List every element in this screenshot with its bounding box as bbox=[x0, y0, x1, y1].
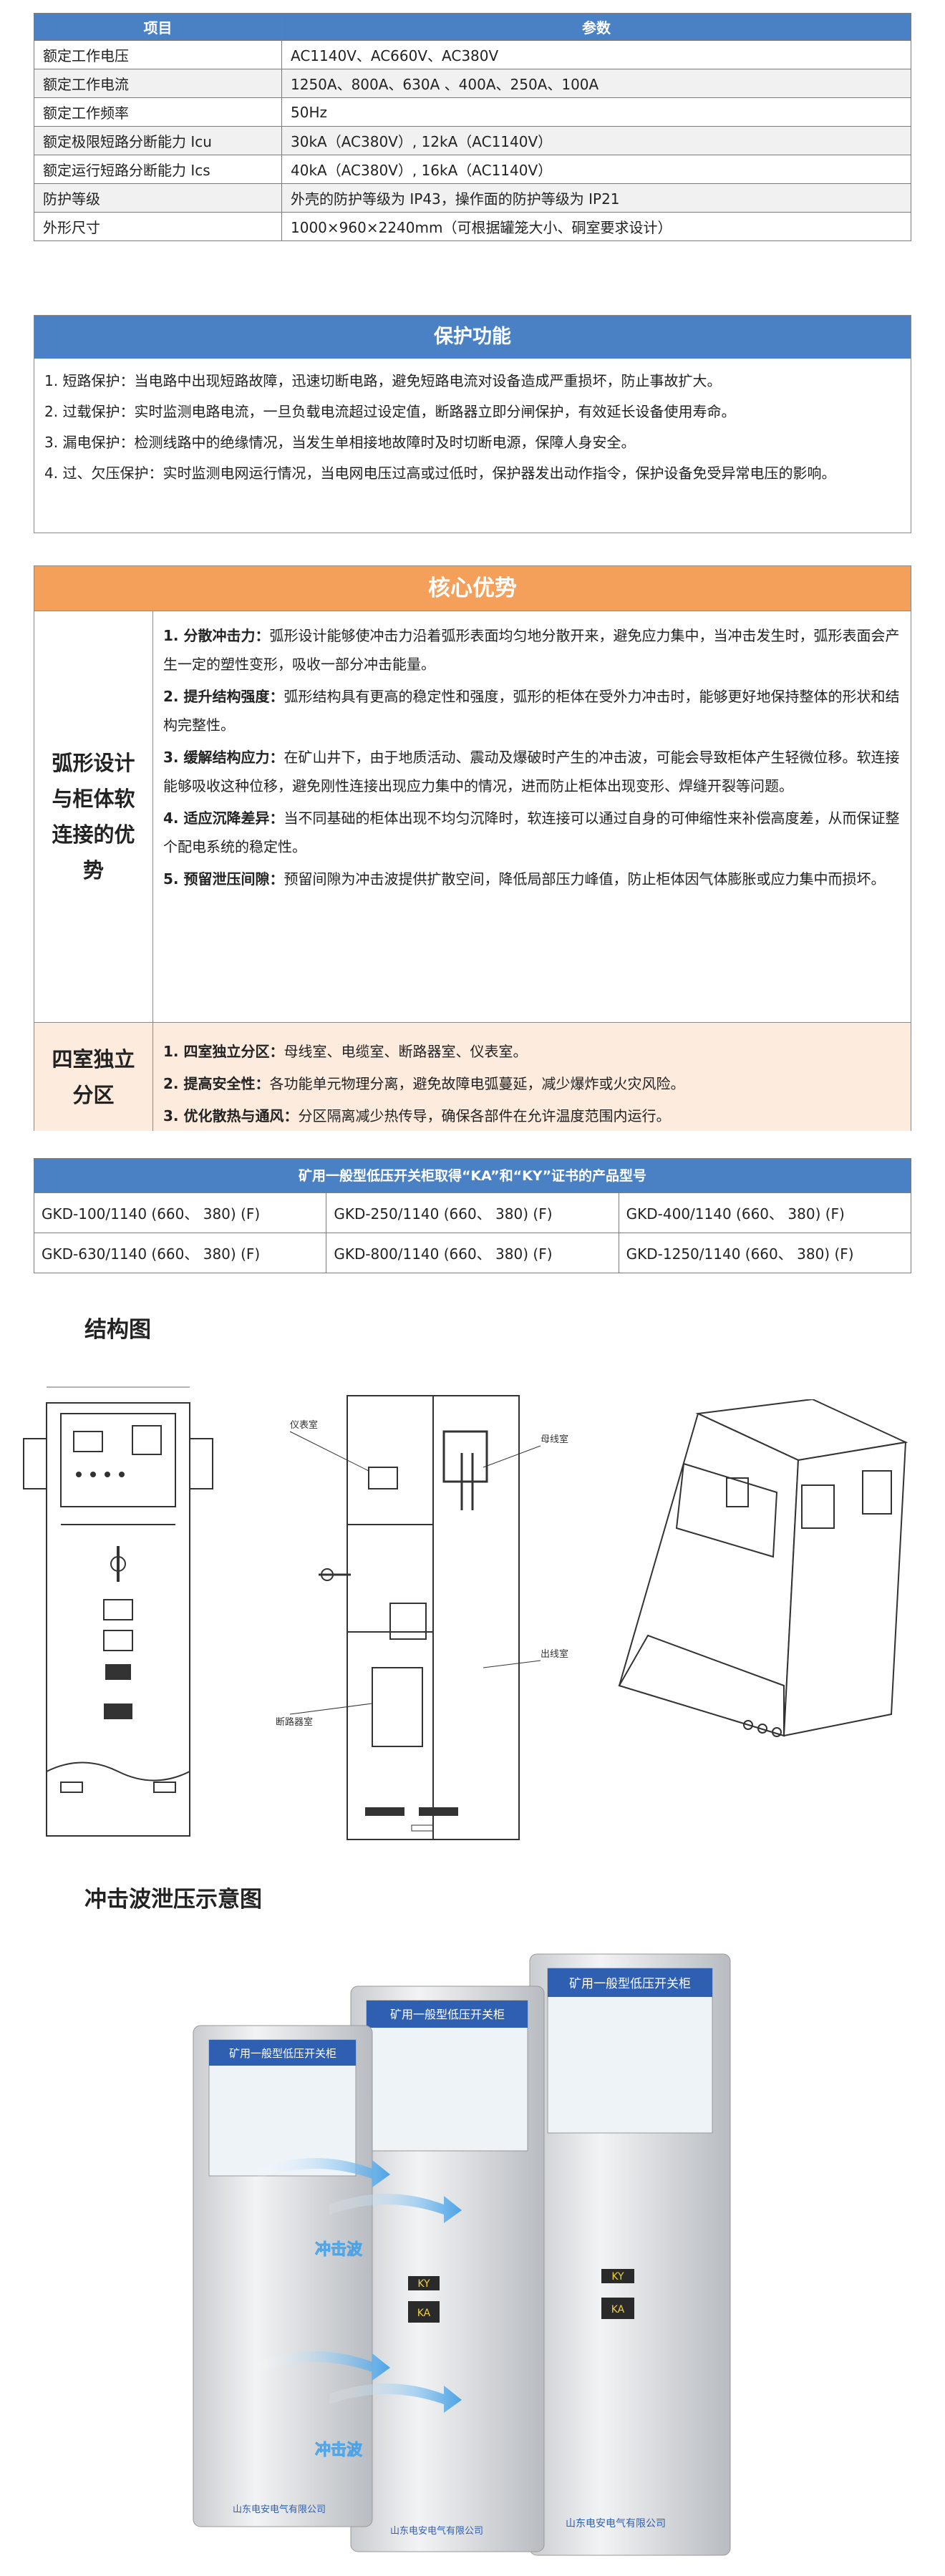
spec-value: 1250A、800A、630A 、400A、250A、100A bbox=[281, 69, 911, 98]
shock-wave-label: 冲击波 bbox=[315, 2241, 363, 2259]
badge-ky: KY bbox=[611, 2271, 624, 2283]
advantage-item: 1. 四室独立分区：母线室、电缆室、断路器室、仪表室。 bbox=[163, 1037, 901, 1066]
spec-value: 外壳的防护等级为 IP43，操作面的防护等级为 IP21 bbox=[281, 183, 911, 213]
model-cell: GKD-800/1140 (660、 380) (F) bbox=[326, 1233, 619, 1273]
model-cell: GKD-400/1140 (660、 380) (F) bbox=[618, 1192, 912, 1233]
protection-item: 2. 过载保护：实时监测电路电流，一旦负载电流超过设定值，断路器立即分闸保护，有… bbox=[44, 403, 736, 420]
advantage-text: 分区隔离减少热传导，确保各部件在允许温度范围内运行。 bbox=[298, 1107, 671, 1124]
spec-head-param: 参数 bbox=[281, 13, 911, 41]
label-outlet-room: 出线室 bbox=[541, 1648, 568, 1660]
isometric-view-drawing bbox=[618, 1399, 908, 1737]
advantage-key: 1. 四室独立分区： bbox=[163, 1043, 284, 1060]
spec-head-item: 项目 bbox=[34, 13, 282, 41]
advantage-item: 1. 分散冲击力：弧形设计能够使冲击力沿着弧形表面均匀地分散开来，避免应力集中，… bbox=[163, 621, 901, 679]
protection-item: 3. 漏电保护：检测线路中的绝缘情况，当发生单相接地故障时及时切断电源，保障人身… bbox=[44, 434, 636, 451]
shock-wave-arrows-top: 冲击波 bbox=[258, 2158, 462, 2259]
model-row: GKD-100/1140 (660、 380) (F)GKD-250/1140 … bbox=[33, 1192, 912, 1233]
shock-wave-arrows-bottom: 冲击波 bbox=[258, 2351, 462, 2459]
spec-value: AC1140V、AC660V、AC380V bbox=[281, 40, 911, 69]
front-view-drawing bbox=[23, 1386, 213, 1837]
advantage-text: 弧形设计能够使冲击力沿着弧形表面均匀地分散开来，避免应力集中，当冲击发生时，弧形… bbox=[163, 627, 900, 673]
company-label: 山东电安电气有限公司 bbox=[566, 2518, 666, 2529]
spec-item: 额定工作电流 bbox=[34, 69, 282, 98]
cabinet-middle: 矿用一般型低压开关柜 KY KA 山东电安电气有限公司 bbox=[350, 1986, 545, 2552]
cabinet-left: 矿用一般型低压开关柜 山东电安电气有限公司 bbox=[193, 2025, 373, 2527]
spec-item: 额定极限短路分断能力 Icu bbox=[34, 126, 282, 155]
advantage-key: 2. 提高安全性： bbox=[163, 1075, 270, 1092]
model-cell: GKD-250/1140 (660、 380) (F) bbox=[326, 1192, 619, 1233]
models-title: 矿用一般型低压开关柜取得“KA”和“KY”证书的产品型号 bbox=[34, 1158, 911, 1192]
label-breaker-room: 断路器室 bbox=[276, 1716, 313, 1728]
advantage-item: 4. 适应沉降差异：当不同基础的柜体出现不均匀沉降时，软连接可以通过自身的可伸缩… bbox=[163, 804, 901, 861]
cabinet-label: 矿用一般型低压开关柜 bbox=[229, 2047, 336, 2060]
advantage-key: 3. 优化散热与通风： bbox=[163, 1107, 299, 1124]
spec-value: 40kA（AC380V）, 16kA（AC1140V） bbox=[281, 155, 911, 184]
advantage-key: 4. 适应沉降差异： bbox=[163, 810, 284, 827]
spec-value: 1000×960×2240mm（可根据罐笼大小、硐室要求设计） bbox=[281, 212, 911, 241]
spec-item: 额定运行短路分断能力 Ics bbox=[34, 155, 282, 184]
wave-illustration: 矿用一般型低压开关柜 KY KA 山东电安电气有限公司 矿用一般型低压开关柜 K… bbox=[193, 1953, 731, 2556]
advantage-text: 各功能单元物理分离，避免故障电弧蔓延，减少爆炸或火灾风险。 bbox=[269, 1075, 685, 1092]
shock-wave-label: 冲击波 bbox=[315, 2441, 363, 2459]
product-models-table: 矿用一般型低压开关柜取得“KA”和“KY”证书的产品型号 GKD-100/114… bbox=[33, 1158, 912, 1273]
advantage-group-arc: 弧形设计与柜体软连接的优势 1. 分散冲击力：弧形设计能够使冲击力沿着弧形表面均… bbox=[34, 611, 911, 1022]
advantage-group-rooms: 四室独立分区 1. 四室独立分区：母线室、电缆室、断路器室、仪表室。 2. 提高安… bbox=[34, 1022, 911, 1131]
section-view-drawing: 仪表室 母线室 断路器室 出线室 bbox=[276, 1395, 568, 1840]
wave-title: 冲击波泄压示意图 bbox=[84, 1887, 262, 1912]
protection-title: 保护功能 bbox=[34, 316, 911, 359]
advantage-key: 3. 缓解结构应力： bbox=[163, 749, 284, 766]
group-label: 四室独立分区 bbox=[34, 1023, 153, 1131]
advantage-text: 母线室、电缆室、断路器室、仪表室。 bbox=[284, 1043, 528, 1060]
cabinet-right: 矿用一般型低压开关柜 KY KA 山东电安电气有限公司 bbox=[529, 1953, 731, 2556]
spec-item: 防护等级 bbox=[34, 183, 282, 213]
model-cell: GKD-630/1140 (660、 380) (F) bbox=[33, 1233, 327, 1273]
group-label: 弧形设计与柜体软连接的优势 bbox=[34, 611, 153, 1022]
advantage-key: 1. 分散冲击力： bbox=[163, 627, 270, 644]
protection-item: 4. 过、欠压保护：实时监测电网运行情况，当电网电压过高或过低时，保护器发出动作… bbox=[44, 465, 836, 482]
advantage-item: 5. 预留泄压间隙：预留间隙为冲击波提供扩散空间，降低局部压力峰值，防止柜体因气… bbox=[163, 865, 901, 893]
spec-value: 30kA（AC380V）, 12kA（AC1140V） bbox=[281, 126, 911, 155]
company-label: 山东电安电气有限公司 bbox=[233, 2504, 326, 2515]
badge-ky: KY bbox=[417, 2278, 430, 2290]
spec-item: 外形尺寸 bbox=[34, 212, 282, 241]
cabinet-label: 矿用一般型低压开关柜 bbox=[569, 1977, 691, 1991]
spec-value: 50Hz bbox=[281, 97, 911, 127]
protection-section: 保护功能 1. 短路保护：当电路中出现短路故障，迅速切断电路，避免短路电流对设备… bbox=[34, 315, 911, 533]
advantage-item: 3. 缓解结构应力：在矿山井下，由于地质活动、震动及爆破时产生的冲击波，可能会导… bbox=[163, 743, 901, 800]
advantage-text: 当不同基础的柜体出现不均匀沉降时，软连接可以通过自身的可伸缩性来补偿高度差，从而… bbox=[163, 810, 900, 855]
model-cell: GKD-1250/1140 (660、 380) (F) bbox=[618, 1233, 912, 1273]
advantage-item: 2. 提升结构强度：弧形结构具有更高的稳定性和强度，弧形的柜体在受外力冲击时，能… bbox=[163, 682, 901, 739]
badge-ka: KA bbox=[417, 2308, 431, 2319]
spec-item: 额定工作频率 bbox=[34, 97, 282, 127]
protection-item: 1. 短路保护：当电路中出现短路故障，迅速切断电路，避免短路电流对设备造成严重损… bbox=[44, 372, 722, 389]
advantage-text: 弧形结构具有更高的稳定性和强度，弧形的柜体在受外力冲击时，能够更好地保持整体的形… bbox=[163, 688, 900, 734]
label-instrument-room: 仪表室 bbox=[290, 1419, 318, 1431]
advantage-text: 预留间隙为冲击波提供扩散空间，降低局部压力峰值，防止柜体因气体膨胀或应力集中而损… bbox=[284, 870, 886, 888]
company-label: 山东电安电气有限公司 bbox=[390, 2525, 483, 2537]
advantage-item: 2. 提高安全性：各功能单元物理分离，避免故障电弧蔓延，减少爆炸或火灾风险。 bbox=[163, 1069, 901, 1098]
advantage-item: 3. 优化散热与通风：分区隔离减少热传导，确保各部件在允许温度范围内运行。 bbox=[163, 1102, 901, 1130]
spec-row: 防护等级外壳的防护等级为 IP43，操作面的防护等级为 IP21 bbox=[34, 183, 911, 213]
badge-ka: KA bbox=[611, 2304, 625, 2315]
advantage-text: 在矿山井下，由于地质活动、震动及爆破时产生的冲击波，可能会导致柜体产生轻微位移。… bbox=[163, 749, 900, 794]
advantage-key: 5. 预留泄压间隙： bbox=[163, 870, 284, 888]
advantage-key: 2. 提升结构强度： bbox=[163, 688, 284, 705]
core-advantages-section: 核心优势 弧形设计与柜体软连接的优势 1. 分散冲击力：弧形设计能够使冲击力沿着… bbox=[34, 565, 911, 1131]
core-title: 核心优势 bbox=[34, 566, 911, 611]
model-row: GKD-630/1140 (660、 380) (F)GKD-800/1140 … bbox=[33, 1233, 912, 1273]
model-cell: GKD-100/1140 (660、 380) (F) bbox=[33, 1192, 327, 1233]
structure-title: 结构图 bbox=[84, 1317, 151, 1343]
label-busbar-room: 母线室 bbox=[541, 1434, 568, 1445]
spec-item: 额定工作电压 bbox=[34, 40, 282, 69]
cabinet-label: 矿用一般型低压开关柜 bbox=[390, 2008, 505, 2021]
